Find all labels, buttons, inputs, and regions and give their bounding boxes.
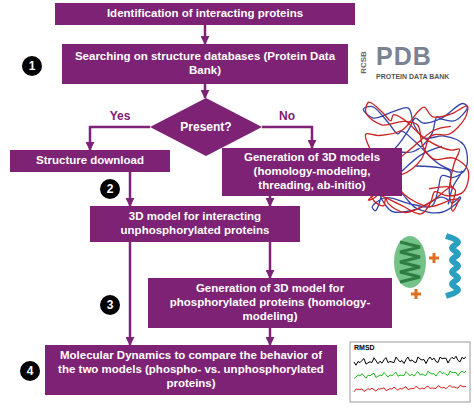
flow-arrow	[90, 127, 150, 150]
start-box: Identification of interacting proteins	[55, 3, 355, 25]
logo-text: RCSB	[359, 51, 368, 74]
flow-arrow	[262, 127, 312, 148]
process-box: Generation of 3D model for phosphorylate…	[148, 278, 392, 328]
plus-symbol	[411, 289, 421, 299]
flow-arrow	[269, 196, 272, 206]
edge-label: No	[277, 109, 297, 123]
node-text: Generation of 3D models (homology-modeli…	[228, 151, 396, 192]
process-box: Generation of 3D models (homology-modeli…	[222, 148, 402, 196]
flow-arrow	[129, 172, 132, 206]
callout-number: 2	[100, 179, 120, 199]
chart-line	[354, 385, 466, 392]
flow-arrow	[269, 328, 272, 345]
flow-arrow	[204, 84, 207, 98]
chart-title: RMSD	[354, 344, 375, 351]
chart-line	[354, 371, 466, 378]
node-text: 3D model for interacting unphosphorylate…	[96, 210, 294, 238]
helix	[446, 236, 458, 296]
node-text: Present?	[180, 120, 231, 134]
edge-label: Yes	[108, 109, 133, 123]
node-text: Molecular Dynamics to compare the behavi…	[51, 349, 331, 390]
callout-number: 1	[22, 56, 42, 76]
process-box: Molecular Dynamics to compare the behavi…	[45, 345, 337, 395]
process-box: Structure download	[10, 150, 170, 172]
node-text: Searching on structure databases (Protei…	[68, 50, 342, 78]
callout-number: 4	[20, 361, 40, 381]
chart-frame	[350, 342, 470, 402]
helix	[400, 242, 420, 282]
logo-text: PDB	[376, 42, 432, 71]
node-text: Structure download	[36, 154, 144, 168]
node-text: Generation of 3D model for phosphorylate…	[154, 282, 386, 323]
protein-blob	[394, 236, 426, 288]
process-box: Searching on structure databases (Protei…	[62, 44, 348, 84]
logo-subtitle: PROTEIN DATA BANK	[376, 73, 449, 80]
chart-line	[354, 356, 466, 365]
flow-arrow	[129, 242, 132, 345]
flow-arrow	[204, 25, 207, 44]
flow-arrow	[269, 242, 272, 278]
process-box: 3D model for interacting unphosphorylate…	[90, 206, 300, 242]
node-text: Identification of interacting proteins	[107, 7, 303, 21]
plus-symbol	[429, 253, 439, 263]
callout-number: 3	[100, 295, 120, 315]
